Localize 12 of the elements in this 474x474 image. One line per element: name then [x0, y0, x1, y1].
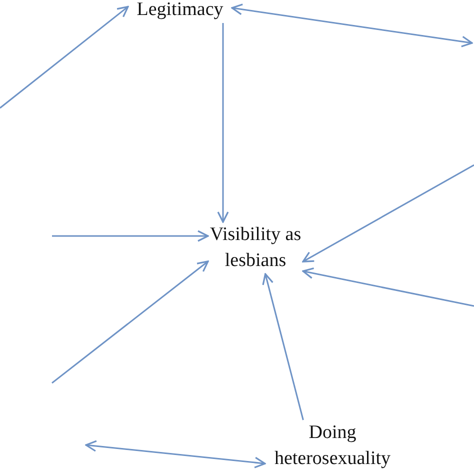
- arrow: [262, 273, 304, 420]
- arrow: [302, 164, 474, 262]
- arrow: [231, 4, 473, 48]
- arrow: [85, 440, 266, 468]
- arrow: [217, 23, 229, 223]
- arrow: [302, 267, 474, 307]
- arrow: [52, 260, 209, 384]
- node-label: Legitimacy: [136, 0, 224, 22]
- node-label: Doing heterosexuality: [273, 421, 392, 471]
- arrow: [52, 230, 209, 242]
- arrow: [0, 6, 129, 109]
- node-label: Visibility as lesbians: [208, 223, 302, 273]
